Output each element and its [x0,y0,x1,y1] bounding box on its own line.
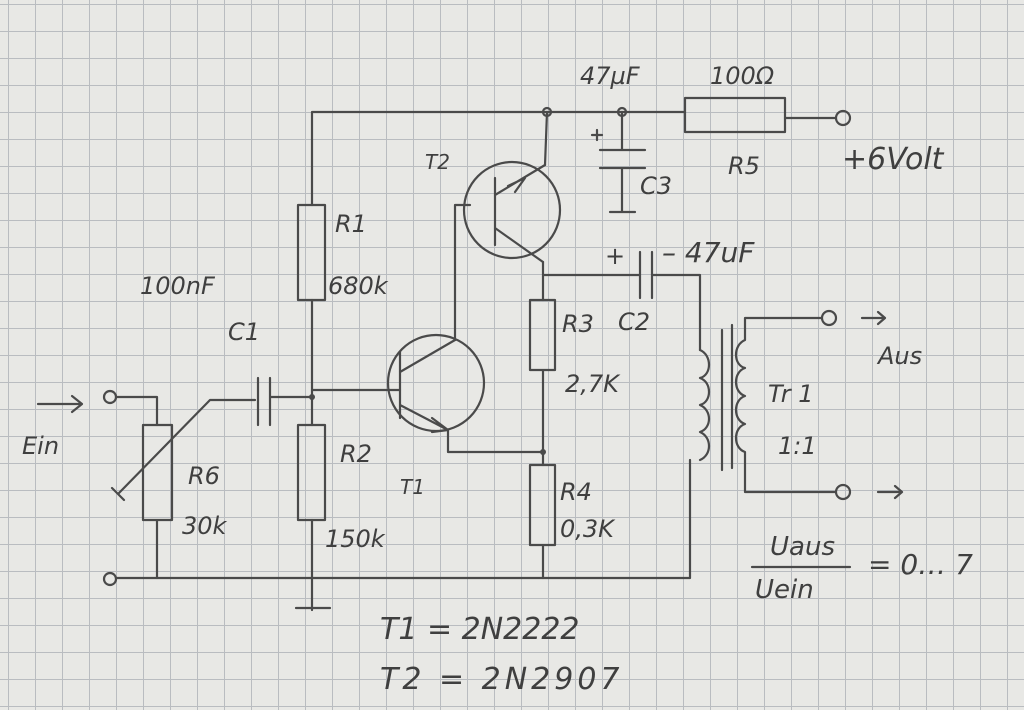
tr1-label: Tr 1 [768,380,814,408]
capacitor-c2 [638,250,702,352]
c3-plus [590,128,604,142]
r1-value: 680k [328,272,388,300]
transistor-t1 [386,333,486,433]
transformer-primary [698,348,711,462]
potentiometer-r6 [141,423,174,580]
supply-terminal [834,109,852,127]
t2-label: T2 [425,150,450,174]
r2-label: R2 [340,440,372,468]
transformer-secondary [734,316,838,494]
r5-value: 100Ω [710,62,775,90]
t2-internal [493,163,547,264]
input-terminal [102,389,118,405]
output-terminal-1 [820,309,838,327]
wire-t2-collector [541,260,642,302]
wire-top-rail [310,110,687,207]
c1-label: C1 [228,318,261,346]
c1-value: 100nF [140,272,215,300]
wiper-r6 [110,398,257,502]
capacitor-c3 [598,110,647,214]
r2-value: 150k [325,525,385,553]
t2-type: T2 = 2N2907 [380,662,624,697]
r4-label: R4 [560,478,592,506]
r3-value: 2,7K [565,370,619,398]
wire-input [114,395,159,427]
node-top [541,106,553,118]
arrow-output-1 [860,310,887,326]
resistor-r2 [296,423,327,522]
gain-numerator: Uaus [770,532,835,562]
t1-type: T1 = 2N2222 [380,612,580,647]
resistor-r3 [528,298,557,467]
tr1-ratio: 1:1 [778,432,817,460]
node-base [309,394,315,400]
ground-terminal [102,571,118,587]
r4-value: 0,3K [560,515,614,543]
wire-t1-collector [453,203,472,342]
r5-label: R5 [728,152,760,180]
resistor-r5 [683,96,787,134]
c3-value: 47µF [580,62,640,90]
c3-label: C3 [640,172,673,200]
c2-value: – 47uF [662,236,755,269]
r6-value: 30k [182,512,227,540]
capacitor-c1 [256,376,314,427]
c2-label: C2 [618,308,651,336]
gain-value: = 0… 7 [868,548,973,581]
resistor-r1 [296,203,327,302]
supply-label: +6Volt [842,142,944,177]
arrow-output-2 [876,484,904,500]
wire-t1-emitter [446,428,545,454]
output-terminal-2 [834,483,852,501]
t1-internal [398,338,457,434]
transformer-core [720,323,734,472]
wire-t2-emitter [543,110,549,167]
resistor-r4 [528,463,557,580]
output-label: Aus [878,342,923,370]
t1-label: T1 [400,475,425,499]
node-emitter [540,449,546,455]
node-c3 [616,106,628,118]
r3-label: R3 [562,310,594,338]
wire-r2-gnd [294,518,332,612]
gain-denominator: Uein [755,575,814,605]
r6-label: R6 [188,462,220,490]
arrow-input [36,394,84,414]
wire-bottom-rail [115,458,692,580]
c2-plus: + [605,242,626,270]
r1-label: R1 [335,210,367,238]
transistor-t2 [462,160,562,260]
input-label: Ein [22,432,60,460]
